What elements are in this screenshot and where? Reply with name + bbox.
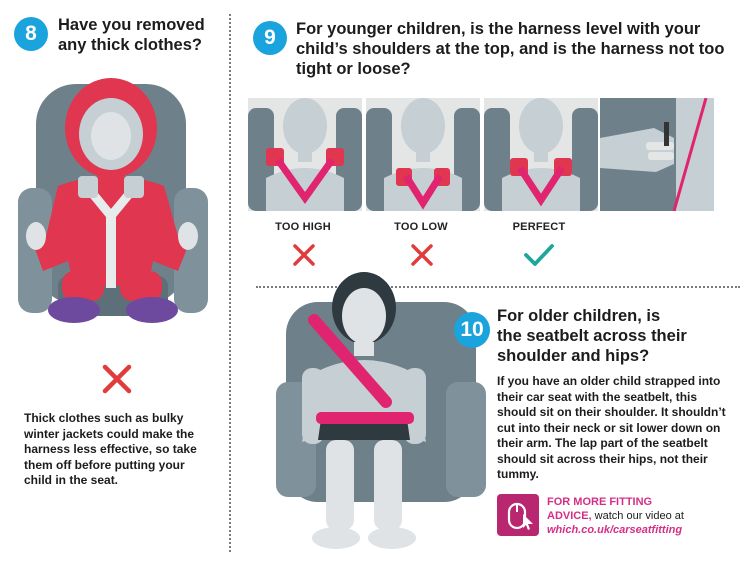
perfect-label: PERFECT <box>512 221 566 233</box>
step-8-body: Thick clothes such as bulky winter jacke… <box>24 411 197 487</box>
mouse-click-icon <box>497 494 539 536</box>
too-low-label: TOO LOW <box>394 221 448 233</box>
too-high-label: TOO HIGH <box>275 221 331 233</box>
step-9-badge: 9 <box>253 21 287 55</box>
older-child-seatbelt-illustration <box>276 272 486 549</box>
advice-rest: watch our video at <box>591 510 684 522</box>
step-10-body: If you have an older child strapped into… <box>497 374 726 481</box>
step-10-badge: 10 <box>454 312 490 348</box>
step-10-question: For older children, is the seatbelt acro… <box>497 307 687 365</box>
too-low-cross-icon <box>411 244 433 266</box>
harness-too-low-image <box>366 98 480 211</box>
advice-highlight-2: ADVICE, <box>547 510 592 522</box>
advice-highlight-1: FOR MORE FITTING <box>547 496 653 508</box>
step-9-question: For younger children, is the harness lev… <box>296 20 725 78</box>
cross-icon <box>102 364 132 394</box>
harness-adjust-image <box>600 98 714 211</box>
too-high-cross-icon <box>293 244 315 266</box>
step-8-question: Have you removed any thick clothes? <box>58 16 205 54</box>
fitting-advice-link[interactable]: FOR MORE FITTING ADVICE, watch our video… <box>547 495 684 537</box>
harness-perfect-image <box>484 98 598 211</box>
thick-clothes-illustration <box>18 78 208 323</box>
advice-url[interactable]: which.co.uk/carseatfitting <box>547 524 683 536</box>
vertical-divider <box>229 14 231 552</box>
perfect-tick-icon <box>524 244 554 266</box>
harness-too-high-image <box>248 98 362 211</box>
horizontal-divider <box>256 286 740 288</box>
step-8-badge: 8 <box>14 17 48 51</box>
